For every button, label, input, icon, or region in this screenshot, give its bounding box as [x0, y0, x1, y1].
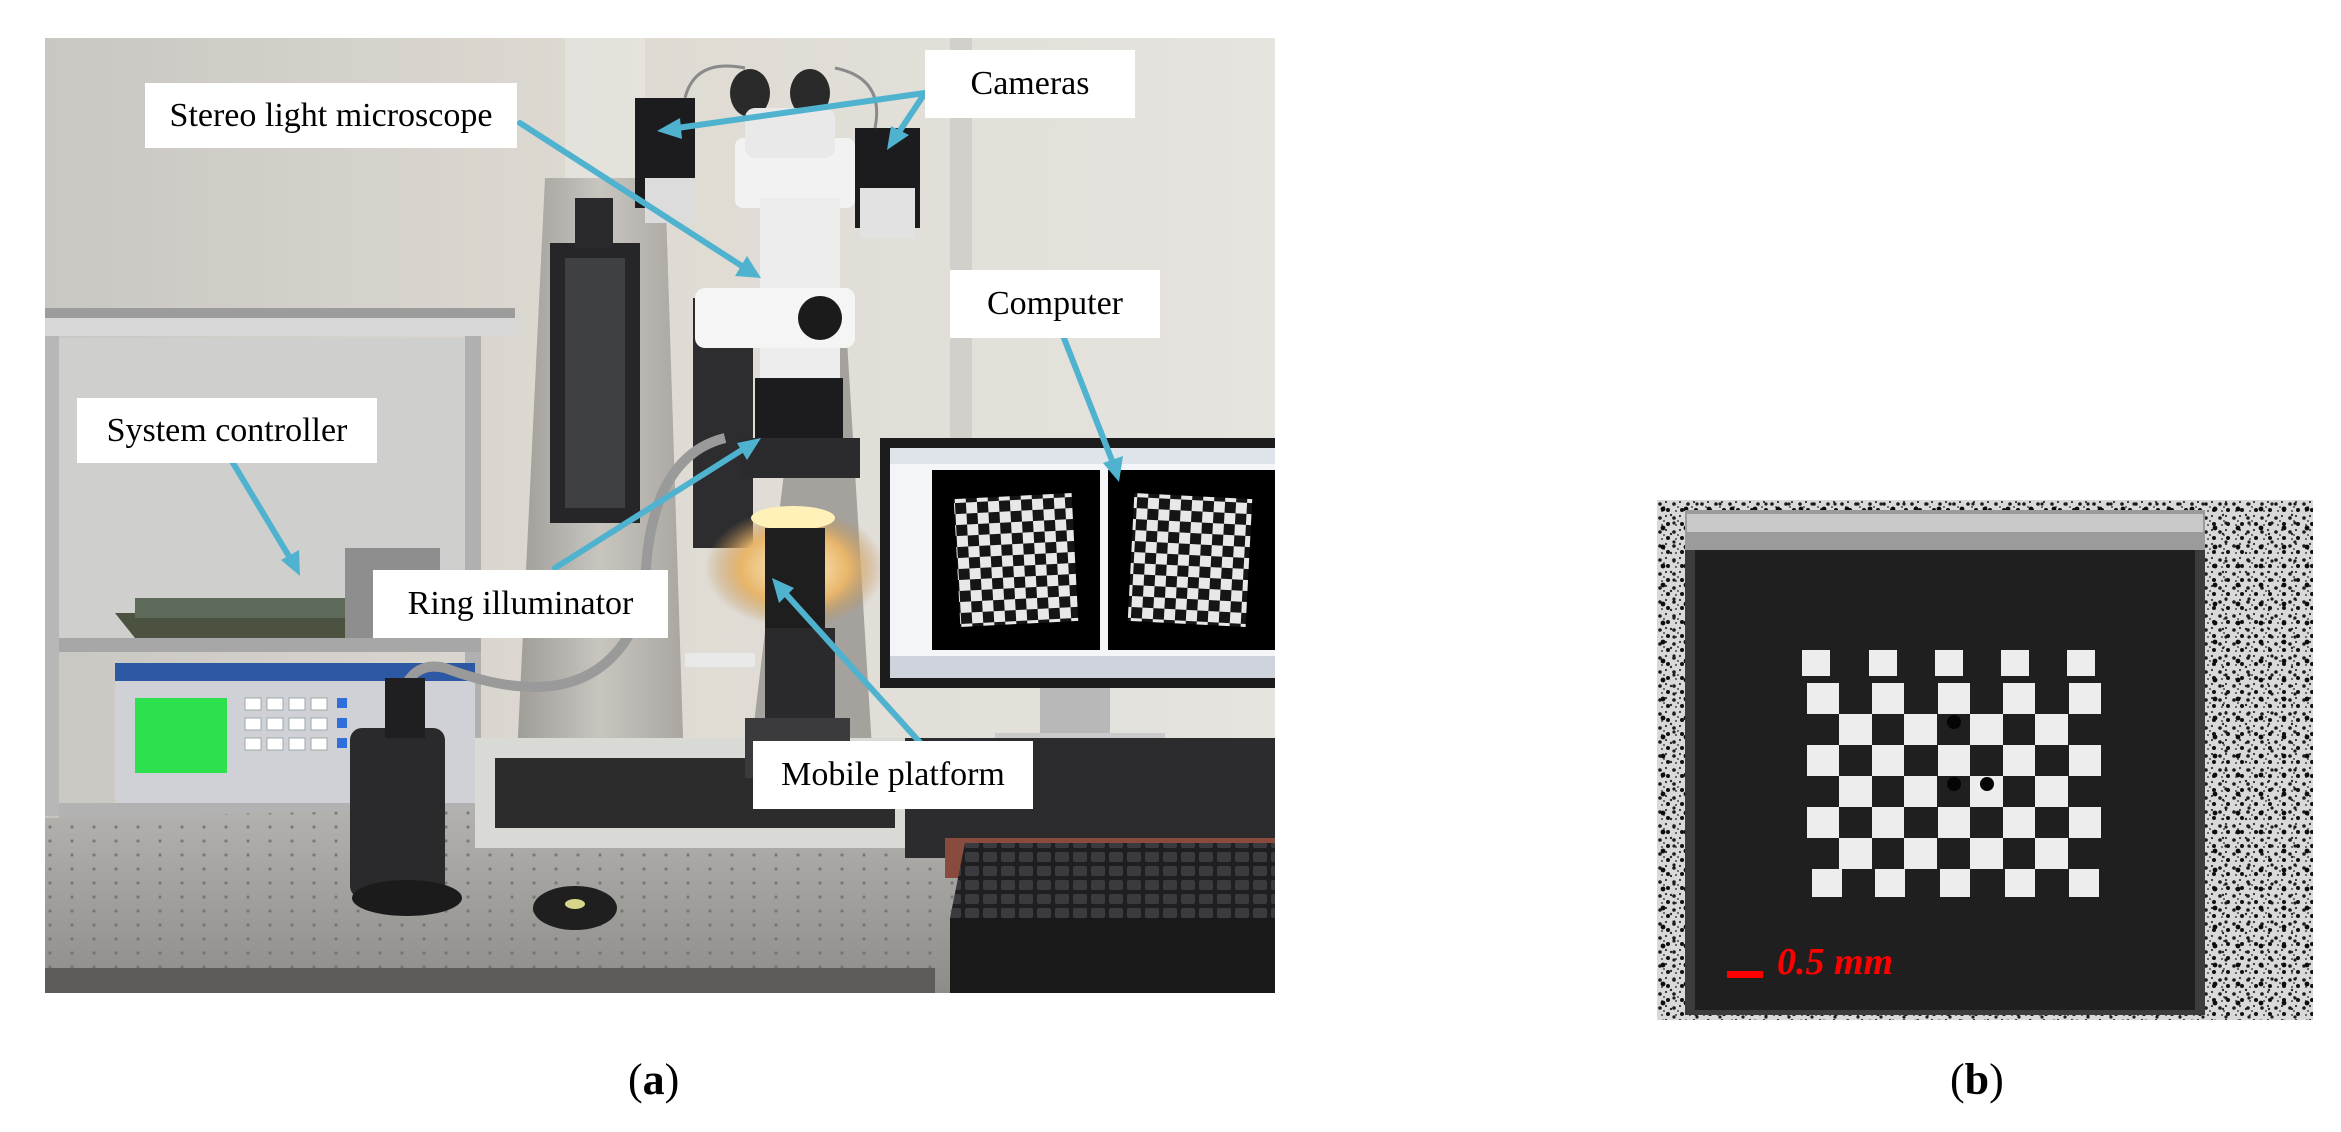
- label-cameras: Cameras: [925, 50, 1135, 118]
- caption-panel-b-letter: b: [1964, 1055, 1990, 1104]
- label-mobile-platform: Mobile platform: [753, 741, 1033, 809]
- label-computer: Computer: [950, 270, 1160, 338]
- calibration-micrograph: 0.5 mm: [1657, 500, 2313, 1020]
- label-system-controller: System controller: [77, 398, 377, 463]
- label-stereo-light-microscope: Stereo light microscope: [145, 83, 517, 148]
- caption-panel-a: (a): [628, 1055, 680, 1104]
- checkerboard-pattern: [1802, 650, 2101, 897]
- label-ring-illuminator: Ring illuminator: [373, 570, 668, 638]
- scale-bar: [1727, 971, 1763, 978]
- caption-panel-b: (b): [1950, 1055, 2004, 1104]
- calibration-micrograph-drawing: [1657, 500, 2313, 1020]
- setup-photograph: Stereo light microscope Cameras Computer…: [45, 38, 1275, 993]
- setup-photograph-drawing: [45, 38, 1275, 993]
- caption-panel-a-letter: a: [642, 1055, 665, 1104]
- scale-bar-label: 0.5 mm: [1777, 941, 1894, 983]
